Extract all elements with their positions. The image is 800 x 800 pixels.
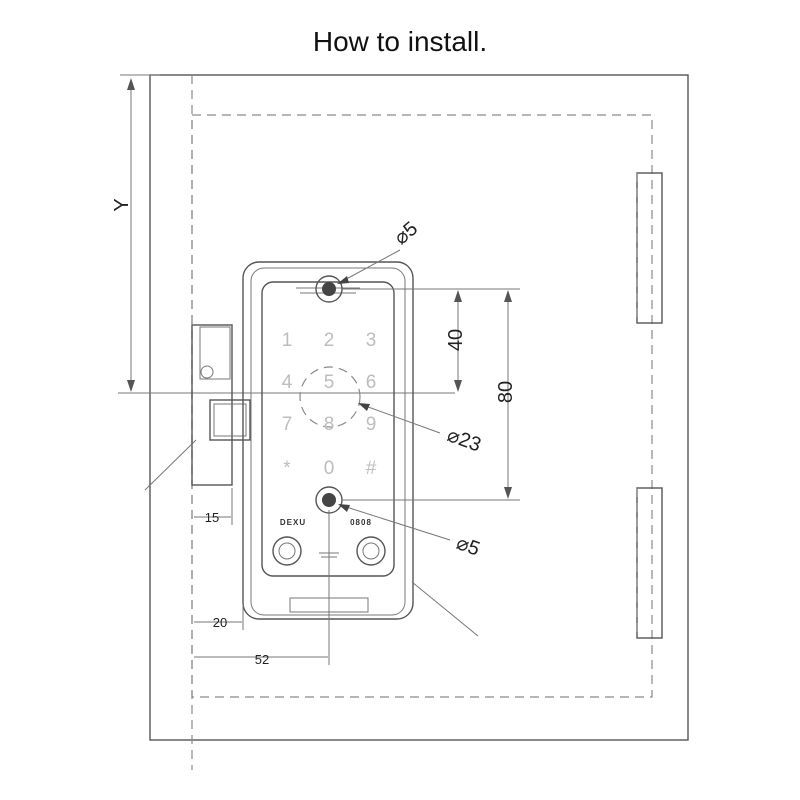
key-5: 5 [324,372,335,393]
brand-right: 0808 [350,518,372,527]
center-hole-outline [299,366,361,428]
dim-20-label: 20 [213,615,227,630]
bottom-screw-left [272,536,302,566]
bottom-mounting-hole [315,486,343,514]
top-hole-leader [338,249,401,284]
key-star: * [283,458,291,479]
key-3: 3 [366,330,377,351]
key-9: 9 [366,414,377,435]
brand-left: DEXU [280,518,306,527]
key-0: 0 [324,458,335,479]
body-edge-leader [411,581,479,637]
dim-52-label: 52 [255,652,269,667]
upper-hinge [636,172,663,324]
dim-52 [194,510,330,665]
key-2: 2 [324,330,335,351]
key-hash: # [366,458,377,479]
key-1: 1 [282,330,293,351]
dim-40 [342,288,470,392]
bottom-screw-right [356,536,386,566]
dim-15-label: 15 [205,510,219,525]
bottom-hole-label: ⌀5 [453,532,482,561]
door-outline [191,114,653,698]
cabinet-frame [149,74,689,741]
dim-80 [342,288,520,501]
keypad-body [242,261,414,620]
center-hole-label: ⌀23 [444,424,484,456]
key-8: 8 [324,414,335,435]
lower-hinge [636,487,663,639]
dim-15 [194,488,233,525]
key-6: 6 [366,372,377,393]
y-dimension [120,74,160,392]
dim-80-label: 80 [495,381,517,403]
top-hole-label: ⌀5 [390,218,422,250]
y-label: Y [111,198,133,211]
bottom-hole-leader [339,504,451,541]
lock-latch [144,324,251,491]
center-hole-leader [359,403,441,434]
dim-20 [194,605,244,630]
diagram-title: How to install. [312,26,488,57]
key-4: 4 [282,372,293,393]
key-7: 7 [282,414,293,435]
top-mounting-hole [315,275,343,303]
dim-40-label: 40 [445,329,467,351]
